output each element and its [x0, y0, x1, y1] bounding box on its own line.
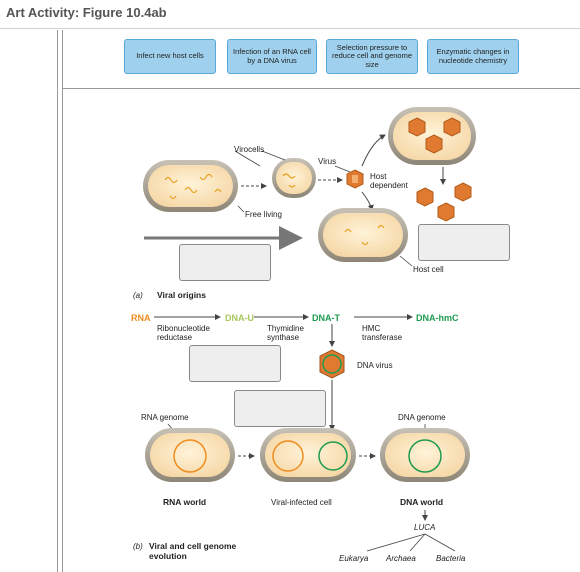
label-dna-world: DNA world	[400, 497, 443, 507]
label-chip-infect-new-host-cells[interactable]: Infect new host cells	[124, 39, 216, 74]
label-dna-t: DNA-T	[312, 313, 340, 323]
header: Art Activity: Figure 10.4ab	[0, 0, 580, 30]
label-enzyme-reductase: reductase	[157, 333, 193, 342]
leader-host-cell	[399, 255, 413, 267]
label-virocells: Virocells	[234, 145, 264, 154]
dna-virus-icon	[319, 349, 345, 379]
label-bacteria: Bacteria	[436, 554, 466, 563]
label-virus: Virus	[318, 157, 336, 166]
label-enzyme-ribonucleotide: Ribonucleotide	[157, 324, 210, 333]
label-host-cell: Host cell	[413, 265, 444, 274]
frame-left-line-inner	[62, 30, 63, 572]
drop-target-2[interactable]	[418, 224, 510, 261]
label-dna-virus: DNA virus	[357, 361, 393, 370]
caption-a: Viral origins	[157, 290, 206, 300]
cell-host	[318, 208, 408, 262]
drop-target-4[interactable]	[234, 390, 326, 427]
label-chip-selection-pressure[interactable]: Selection pressure to reduce cell and ge…	[326, 39, 418, 74]
tree-branch-archaea	[409, 533, 426, 552]
caption-b-line-1: Viral and cell genome	[149, 541, 237, 551]
leader-virus	[334, 165, 351, 173]
label-enzyme-synthase: synthase	[267, 333, 300, 342]
label-rna-genome: RNA genome	[141, 413, 189, 422]
caption-b-letter: (b)	[133, 542, 143, 551]
label-dna-hmc: DNA-hmC	[416, 313, 459, 323]
label-bank-divider	[62, 88, 580, 89]
label-free-living: Free living	[245, 210, 282, 219]
label-rna-world: RNA world	[163, 497, 206, 507]
cell-virocell	[272, 158, 316, 198]
virus-particle-icon	[346, 169, 364, 189]
label-rna: RNA	[131, 313, 151, 323]
label-enzyme-thymidine: Thymidine	[267, 324, 304, 333]
frame-left-line	[57, 30, 58, 572]
released-virions-icon	[416, 182, 472, 222]
leader-free-living	[237, 205, 245, 213]
label-enzyme-transferase: transferase	[362, 333, 403, 342]
tree-branch-bacteria	[424, 533, 456, 552]
label-eukarya: Eukarya	[339, 554, 369, 563]
tree-branch-eukarya	[366, 533, 426, 552]
label-enzyme-hmc: HMC	[362, 324, 380, 333]
label-chip-enzymatic-changes[interactable]: Enzymatic changes in nucleotide chemistr…	[427, 39, 519, 74]
arrow-to-host-cell	[361, 191, 374, 211]
label-host-dependent-2: dependent	[370, 181, 409, 190]
cell-dna-world	[380, 428, 470, 482]
label-dna-u: DNA-U	[225, 313, 254, 323]
page-title: Art Activity: Figure 10.4ab	[6, 5, 167, 20]
label-dna-genome: DNA genome	[398, 413, 446, 422]
leader-virocells-1	[234, 150, 261, 167]
header-divider	[0, 28, 580, 29]
label-luca: LUCA	[414, 523, 435, 532]
cell-rna-world	[145, 428, 235, 482]
caption-b-line-2: evolution	[149, 551, 187, 561]
drop-target-3[interactable]	[189, 345, 281, 382]
label-viral-infected-cell: Viral-infected cell	[271, 498, 332, 507]
cell-free-living	[143, 160, 238, 212]
leader-virocells-2	[261, 150, 286, 161]
label-archaea: Archaea	[385, 554, 416, 563]
label-chip-infection-rna-cell-by-dna-virus[interactable]: Infection of an RNA cell by a DNA virus	[227, 39, 317, 74]
caption-a-letter: (a)	[133, 291, 143, 300]
cell-infected-host	[388, 107, 476, 165]
drop-target-1[interactable]	[179, 244, 271, 281]
label-host-dependent-1: Host	[370, 172, 387, 181]
arrow-to-infected-host	[361, 134, 386, 167]
cell-viral-infected	[260, 428, 356, 482]
